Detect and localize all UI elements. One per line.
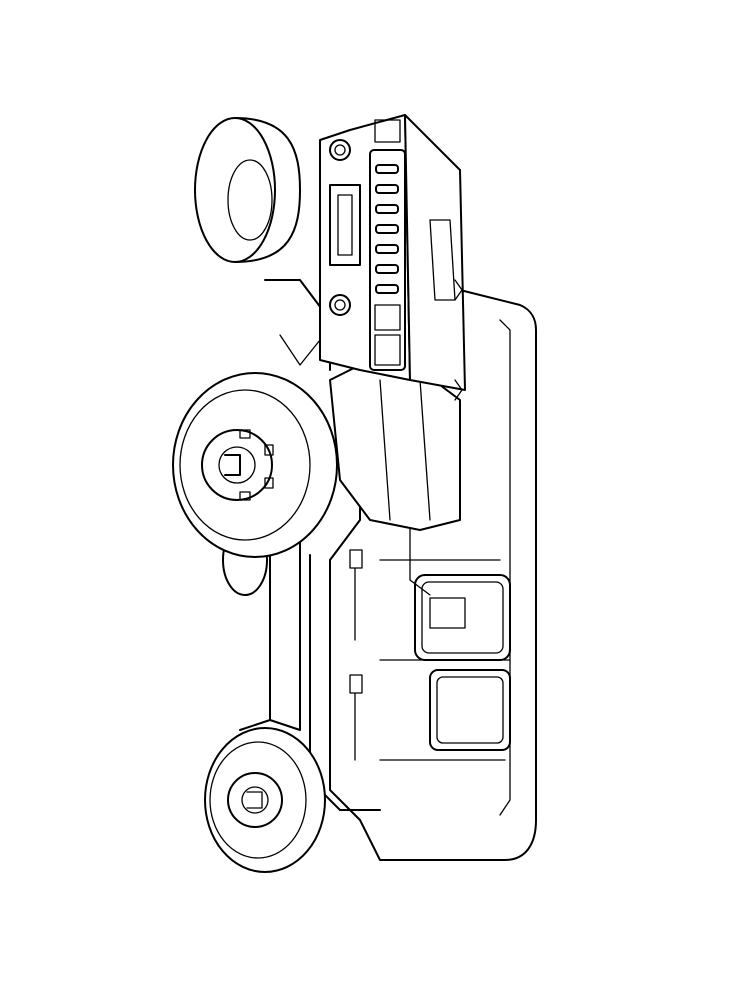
rear-top-wheel [194, 117, 301, 263]
front-wheel [172, 372, 338, 558]
front-fender [329, 364, 461, 531]
rear-bottom-wheel [204, 727, 326, 873]
windows [409, 524, 511, 751]
hood-grille [319, 114, 466, 401]
